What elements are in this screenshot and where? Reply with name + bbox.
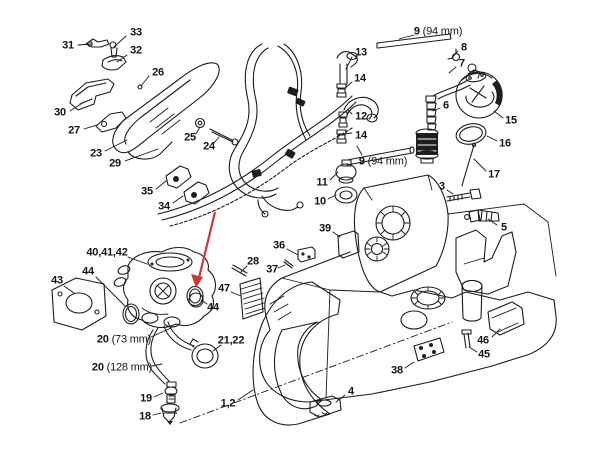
fuel-hose-9-drawing: [376, 33, 487, 164]
part-label-43: 43: [51, 274, 63, 287]
part-label-18: 18: [139, 410, 151, 423]
part-label-17: 17: [488, 168, 500, 181]
part-label-23: 23: [90, 147, 102, 160]
part-label-7: 7: [459, 57, 465, 70]
clamp-parts-drawing: [165, 165, 210, 205]
part-label-38: 38: [391, 364, 403, 377]
part-label-39: 39: [319, 222, 331, 235]
part-label-25: 25: [184, 131, 196, 144]
part-label-36: 36: [273, 239, 285, 252]
hose-13-12-drawing: [336, 51, 379, 144]
carburetor-drawing: [51, 246, 217, 331]
part-label-44a: 44: [82, 265, 94, 278]
part-label-5: 5: [501, 221, 507, 234]
part-label-10: 10: [314, 195, 326, 208]
fuel-hose-9b-drawing: [334, 146, 415, 204]
part-label-11: 11: [316, 176, 328, 189]
part-label-3: 3: [439, 180, 445, 193]
part-label-9a: 9 (94 mm): [413, 25, 463, 38]
leader-lines: [63, 34, 504, 416]
part-label-20b: 20 (128 mm): [91, 361, 153, 374]
part-label-14b: 14: [355, 129, 367, 142]
part-label-8: 8: [461, 41, 467, 54]
fuel-cap-drawing: [455, 69, 503, 187]
part-label-24: 24: [203, 140, 215, 153]
part-label-16: 16: [499, 137, 511, 150]
part-label-40-41-42: 40,41,42: [86, 246, 128, 259]
part-label-1-2: 1,2: [220, 397, 236, 410]
part-label-30: 30: [54, 106, 66, 119]
part-label-31: 31: [62, 39, 74, 52]
throttle-lever-assembly-drawing: [69, 38, 239, 160]
lower-hoses-drawing: [145, 321, 453, 425]
part-label-35: 35: [141, 185, 153, 198]
part-label-29: 29: [109, 157, 121, 170]
part-label-45: 45: [478, 348, 490, 361]
part-label-46: 46: [477, 334, 489, 347]
part-label-14a: 14: [354, 72, 366, 85]
part-label-13: 13: [355, 46, 367, 59]
part-label-32: 32: [130, 44, 142, 57]
part-label-26: 26: [152, 66, 164, 79]
part-label-44b: 44: [207, 301, 219, 314]
bolt-3-plug-5-drawing: [446, 188, 500, 223]
part-label-37: 37: [266, 263, 278, 276]
part-label-9b: 9 (94 mm): [358, 155, 408, 168]
red-arrow-annotation: [191, 211, 217, 288]
part-label-27: 27: [68, 124, 80, 137]
part-label-20a: 20 (73 mm): [96, 333, 152, 346]
wiring-harness-drawing: [157, 43, 357, 227]
part-label-28: 28: [247, 255, 259, 268]
part-label-33: 33: [130, 26, 142, 39]
part-label-15: 15: [505, 114, 517, 127]
part-label-34: 34: [158, 200, 170, 213]
tank-housing-drawing: [231, 174, 557, 426]
part-label-12: 12: [355, 110, 367, 123]
part-label-6: 6: [443, 99, 449, 112]
part-label-47: 47: [218, 282, 230, 295]
part-label-4: 4: [348, 385, 354, 398]
part-label-21-22: 21,22: [217, 334, 245, 347]
part-label-19: 19: [140, 392, 152, 405]
